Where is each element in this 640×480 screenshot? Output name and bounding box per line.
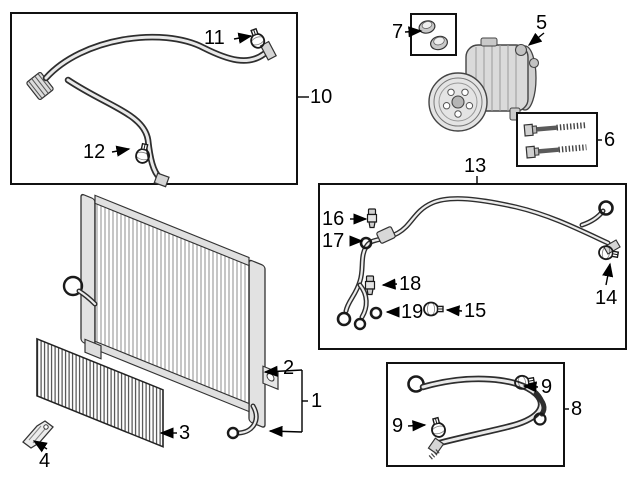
air-guide-seal-3	[36, 337, 164, 448]
callout-13: 13	[464, 155, 487, 177]
port-icon	[528, 57, 540, 69]
callout-14: 14	[595, 287, 618, 309]
ring-fitting-icon	[336, 311, 352, 327]
bolt-icon	[525, 144, 587, 159]
hose-end-fitting-icon	[153, 172, 170, 188]
callout-4: 4	[39, 450, 51, 472]
hose-end-fitting-icon	[427, 437, 445, 455]
ring-fitting-icon	[62, 275, 84, 297]
callout-17: 17	[322, 230, 345, 252]
callout-18: 18	[399, 273, 422, 295]
compressor-5-drawing	[428, 37, 540, 132]
suction-hose-box	[386, 362, 565, 467]
callout-9a: 9	[541, 376, 553, 398]
callout-3: 3	[179, 422, 191, 444]
ring-fitting-icon	[226, 426, 240, 440]
refrigerant-line-13-drawing	[336, 196, 621, 331]
condenser-left-tank	[80, 193, 96, 348]
suction-hose-8-drawing	[407, 372, 547, 460]
bolts-box	[516, 112, 598, 167]
port-icon	[514, 43, 528, 57]
callout-2: 2	[283, 357, 295, 379]
callout-7: 7	[392, 21, 404, 43]
clamp-15-icon	[423, 301, 444, 317]
hose-assembly-box	[10, 12, 298, 188]
caps-7-drawing	[418, 20, 448, 51]
bolts-6-drawing	[523, 122, 587, 159]
callout-16: 16	[322, 208, 345, 230]
callout-6: 6	[604, 129, 616, 151]
bracket-4-icon	[22, 420, 54, 449]
ring-fitting-icon	[598, 200, 614, 216]
ring-fitting-icon	[533, 412, 547, 426]
oring-19-icon	[369, 306, 383, 320]
line-junction-icon	[376, 226, 396, 244]
callout-11: 11	[204, 27, 225, 49]
callout-10: 10	[310, 86, 333, 108]
callout-15: 15	[464, 300, 487, 322]
callout-5: 5	[536, 12, 548, 34]
bolt-icon	[523, 122, 587, 137]
callout-19: 19	[401, 301, 424, 323]
corrugated-fitting-icon	[26, 71, 54, 101]
condenser-right-tank	[248, 259, 266, 428]
hose-assembly-10-drawing	[26, 26, 277, 188]
callout-1: 1	[311, 390, 323, 412]
ring-fitting-icon	[353, 317, 367, 331]
refrigerant-line-box	[318, 183, 627, 350]
callout-12: 12	[83, 141, 106, 163]
callout-9b: 9	[392, 415, 404, 437]
callout-8: 8	[571, 398, 583, 420]
service-valve-18-icon	[364, 275, 376, 296]
clamp-9-icon	[428, 415, 448, 440]
condenser-core-group	[36, 193, 279, 448]
hose-end-fitting-icon	[603, 239, 621, 255]
service-valve-16-icon	[366, 208, 378, 229]
condenser-assembly-drawing	[22, 193, 279, 449]
